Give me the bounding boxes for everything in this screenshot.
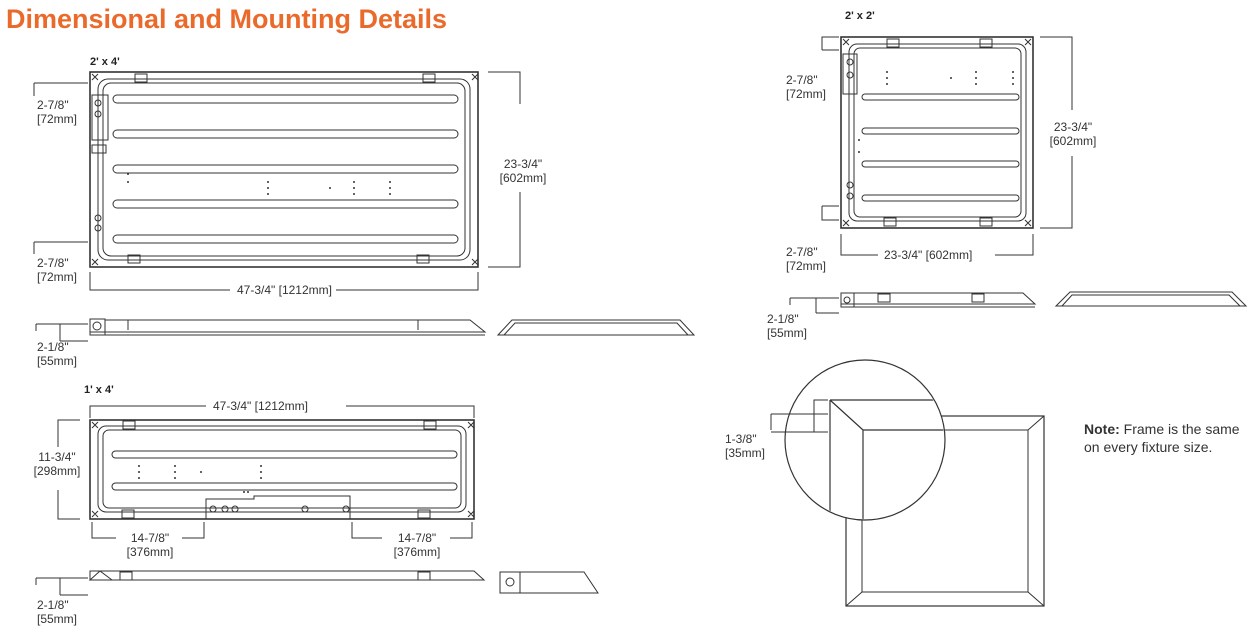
dim-frame-metric: [35mm] bbox=[725, 446, 766, 460]
label-1x4: 1' x 4' bbox=[84, 384, 114, 396]
dim-2x4-height-imperial: 23-3/4" bbox=[503, 157, 543, 171]
dim-1x4-left-offset-metric: [376mm] bbox=[126, 545, 174, 559]
dim-2x2-top-imperial: 2-7/8" bbox=[786, 73, 818, 87]
dim-1x4-depth-imperial: 2-1/8" bbox=[37, 598, 69, 612]
fixture-1x4-top-view bbox=[89, 419, 475, 520]
label-2x4: 2' x 4' bbox=[90, 56, 120, 68]
dim-1x4-height-metric: [298mm] bbox=[33, 464, 81, 478]
dim-1x4-height: 11-3/4" [298mm] bbox=[27, 450, 87, 478]
dim-2x2-depth-imperial: 2-1/8" bbox=[767, 312, 799, 326]
dim-2x4-bottom-offset: 2-7/8" [72mm] bbox=[37, 256, 77, 284]
dim-2x2-depth-metric: [55mm] bbox=[767, 326, 808, 340]
frame-detail bbox=[770, 359, 1045, 607]
fixture-2x2-top-view bbox=[840, 36, 1034, 229]
dim-1x4-width: 47-3/4" [1212mm] bbox=[213, 399, 308, 413]
note-label: Note: bbox=[1084, 421, 1120, 437]
dim-frame-imperial: 1-3/8" bbox=[725, 432, 757, 446]
dim-1x4-right-offset-imperial: 14-7/8" bbox=[397, 531, 437, 545]
dim-1x4-depth-metric: [55mm] bbox=[37, 612, 78, 626]
dim-2x2-height: 23-3/4" [602mm] bbox=[1043, 120, 1103, 148]
label-2x2: 2' x 2' bbox=[845, 10, 875, 22]
dim-2x2-top-offset: 2-7/8" [72mm] bbox=[786, 73, 826, 101]
dim-2x2-height-imperial: 23-3/4" bbox=[1053, 120, 1093, 134]
dim-1x4-right-offset-metric: [376mm] bbox=[393, 545, 441, 559]
dim-1x4-height-imperial: 11-3/4" bbox=[38, 450, 76, 464]
dim-2x4-depth-imperial: 2-1/8" bbox=[37, 340, 69, 354]
dim-2x4-depth-metric: [55mm] bbox=[37, 354, 78, 368]
dim-1x4-depth: 2-1/8" [55mm] bbox=[37, 598, 77, 626]
dim-2x4-top-imperial: 2-7/8" bbox=[37, 98, 69, 112]
dim-2x2-depth: 2-1/8" [55mm] bbox=[767, 312, 807, 340]
dim-2x4-height: 23-3/4" [602mm] bbox=[493, 157, 553, 185]
page-title: Dimensional and Mounting Details bbox=[6, 4, 448, 34]
dim-2x2-bottom-offset: 2-7/8" [72mm] bbox=[786, 245, 826, 273]
dim-1x4-right-offset: 14-7/8" [376mm] bbox=[382, 531, 452, 559]
dim-2x4-width: 47-3/4" [1212mm] bbox=[237, 283, 332, 297]
frame-note: Note: Frame is the same on every fixture… bbox=[1084, 420, 1253, 456]
dim-2x2-width: 23-3/4" [602mm] bbox=[884, 248, 973, 262]
note-text: Frame is the same on every fixture size. bbox=[1084, 421, 1240, 455]
dim-2x4-height-metric: [602mm] bbox=[499, 171, 547, 185]
dim-2x2-height-metric: [602mm] bbox=[1049, 134, 1097, 148]
dim-2x4-bottom-metric: [72mm] bbox=[37, 270, 78, 284]
fixture-2x4-top-view bbox=[89, 71, 479, 268]
dim-2x2-top-metric: [72mm] bbox=[786, 87, 827, 101]
dim-2x4-top-offset: 2-7/8" [72mm] bbox=[37, 98, 77, 126]
dim-frame-depth: 1-3/8" [35mm] bbox=[725, 432, 765, 460]
dim-1x4-left-offset: 14-7/8" [376mm] bbox=[115, 531, 185, 559]
dim-2x2-bottom-metric: [72mm] bbox=[786, 259, 827, 273]
dim-2x4-depth: 2-1/8" [55mm] bbox=[37, 340, 77, 368]
dim-1x4-left-offset-imperial: 14-7/8" bbox=[130, 531, 170, 545]
dim-2x4-bottom-imperial: 2-7/8" bbox=[37, 256, 69, 270]
dim-2x2-bottom-imperial: 2-7/8" bbox=[786, 245, 818, 259]
dim-2x4-top-metric: [72mm] bbox=[37, 112, 78, 126]
